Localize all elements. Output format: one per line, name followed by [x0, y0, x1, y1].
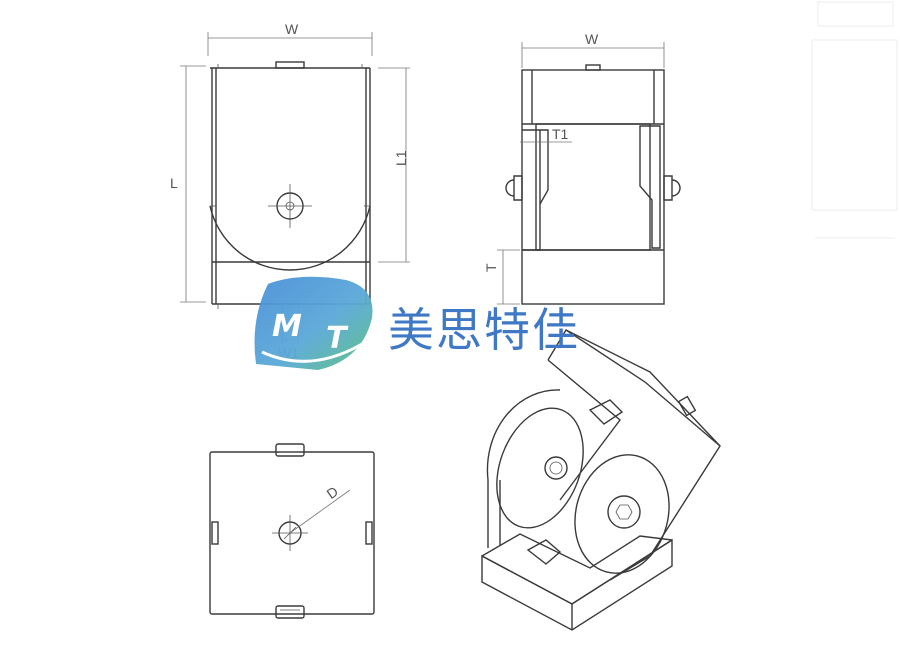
faint-background-artefacts: [811, 1, 898, 239]
dim-label-t1: T1: [552, 126, 569, 142]
top-view: D: [209, 443, 375, 619]
dim-label-l1: L1: [393, 150, 409, 166]
brand-name: 美思特佳: [388, 303, 580, 357]
dim-label-t: T: [483, 263, 499, 272]
logo-letter-m: M: [272, 309, 302, 344]
dim-label-w-side: W: [585, 31, 599, 47]
dim-label-l: L: [170, 175, 178, 191]
dim-label-w-front: W: [285, 21, 299, 37]
logo-letter-t: T: [326, 321, 349, 356]
isometric-view: [481, 329, 721, 631]
company-logo: M T: [254, 276, 373, 370]
dim-label-d: D: [323, 483, 340, 502]
side-view: W T1 T: [483, 31, 681, 305]
